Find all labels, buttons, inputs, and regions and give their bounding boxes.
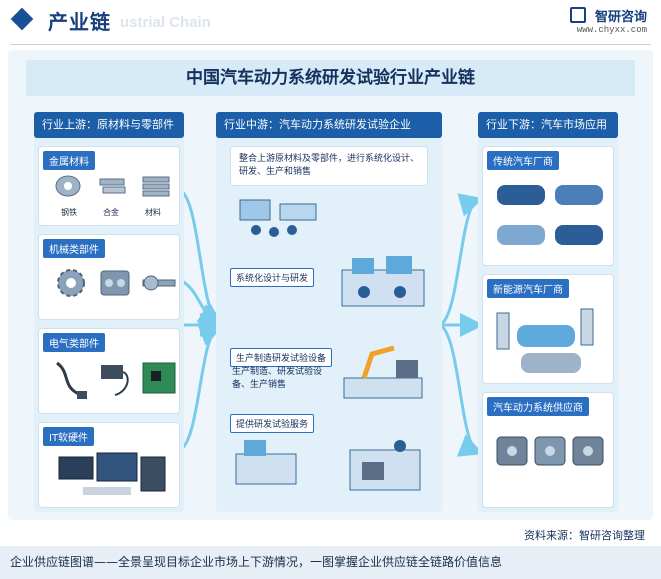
- shaft-icon: [142, 275, 176, 291]
- main-title: 中国汽车动力系统研发试验行业产业链: [26, 60, 635, 96]
- group-label: 机械类部件: [43, 239, 105, 258]
- section-title: 产业链: [48, 10, 111, 34]
- item-label-alloy: 合金: [103, 208, 119, 217]
- brand-url: www.chyxx.com: [576, 25, 647, 35]
- header-divider: [10, 44, 651, 45]
- team-meeting-icon: [239, 199, 317, 237]
- alloy-beam-icon: [99, 178, 126, 194]
- steel-coil-icon: [55, 175, 81, 197]
- step-label-service: 提供研发试验服务: [230, 414, 315, 433]
- page-header: 产业链 ustrial Chain 智研咨询 www.chyxx.com: [0, 0, 661, 40]
- upstream-column: 行业上游：原材料与零部件供应商 金属材料 钢铁 合金 材料 机械类部件 电气类部…: [34, 112, 184, 512]
- group-label: 传统汽车厂商: [487, 151, 559, 170]
- downstream-group-powertrain[interactable]: 汽车动力系统供应商: [482, 392, 614, 508]
- midstream-summary-card: 整合上游原材料及零部件，进行系统化设计、研发、生产和销售: [230, 146, 428, 186]
- test-lab-icon: [235, 440, 421, 491]
- engine-part-icon: [100, 270, 130, 296]
- source-note: 资料来源：智研咨询整理: [524, 529, 645, 542]
- upstream-group-electrical[interactable]: 电气类部件: [38, 328, 180, 414]
- upstream-group-metal[interactable]: 金属材料 钢铁 合金 材料: [38, 146, 180, 226]
- footer-bar: 企业供应链图谱——全景呈现目标企业市场上下游情况，一图掌握企业供应链全链路价值信…: [0, 546, 661, 579]
- ev-charging-icon: [496, 308, 594, 373]
- item-label-material: 材料: [145, 208, 161, 217]
- robot-arm-icon: [343, 345, 423, 399]
- brand-logo-icon: [570, 7, 586, 23]
- car-icon: [497, 185, 603, 245]
- cable-harness-icon: [56, 361, 87, 399]
- computer-icon: [58, 452, 166, 495]
- step-label-design: 系统化设计与研发: [230, 268, 315, 287]
- item-label-steel: 钢铁: [61, 208, 77, 217]
- lab-workstation-icon: [341, 256, 425, 307]
- downstream-column: 行业下游：汽车市场应用 传统汽车厂商 新能源汽车厂商 汽车动力系统供应商: [478, 112, 618, 512]
- brand-name: 智研咨询: [594, 10, 647, 25]
- group-label: 金属材料: [43, 151, 95, 170]
- downstream-group-nev[interactable]: 新能源汽车厂商: [482, 274, 614, 384]
- upstream-heading: 行业上游：原材料与零部件供应商: [34, 112, 184, 157]
- group-label: 汽车动力系统供应商: [487, 397, 589, 416]
- downstream-group-traditional[interactable]: 传统汽车厂商: [482, 146, 614, 266]
- upstream-group-mechanical[interactable]: 机械类部件: [38, 234, 180, 320]
- step-label-manufacturing: 生产制造研发试验设备: [230, 348, 333, 367]
- step-desc-manufacturing: 生产制造、研发试验设备、生产销售: [232, 367, 323, 390]
- motor-icon: [496, 436, 604, 466]
- circuit-board-icon: [142, 362, 176, 394]
- midstream-heading: 行业中游：汽车动力系统研发试验企业: [216, 112, 442, 138]
- brand-logo[interactable]: 智研咨询 www.chyxx.com: [577, 6, 647, 35]
- downstream-heading: 行业下游：汽车市场应用: [478, 112, 618, 138]
- midstream-column: 行业中游：汽车动力系统研发试验企业 整合上游原材料及零部件，进行系统化设计、研发…: [216, 112, 442, 512]
- upstream-group-it[interactable]: IT软硬件: [38, 422, 180, 508]
- group-label: 新能源汽车厂商: [487, 279, 569, 298]
- midstream-summary: 整合上游原材料及零部件，进行系统化设计、研发、生产和销售: [239, 154, 420, 177]
- connector-icon: [101, 365, 129, 396]
- material-bars-icon: [142, 176, 170, 197]
- gear-icon: [57, 269, 85, 297]
- footer-tagline: 企业供应链图谱——全景呈现目标企业市场上下游情况，一图掌握企业供应链全链路价值信…: [10, 555, 503, 569]
- group-label: IT软硬件: [43, 427, 95, 446]
- watermark: ustrial Chain: [120, 14, 211, 31]
- group-label: 电气类部件: [43, 333, 105, 352]
